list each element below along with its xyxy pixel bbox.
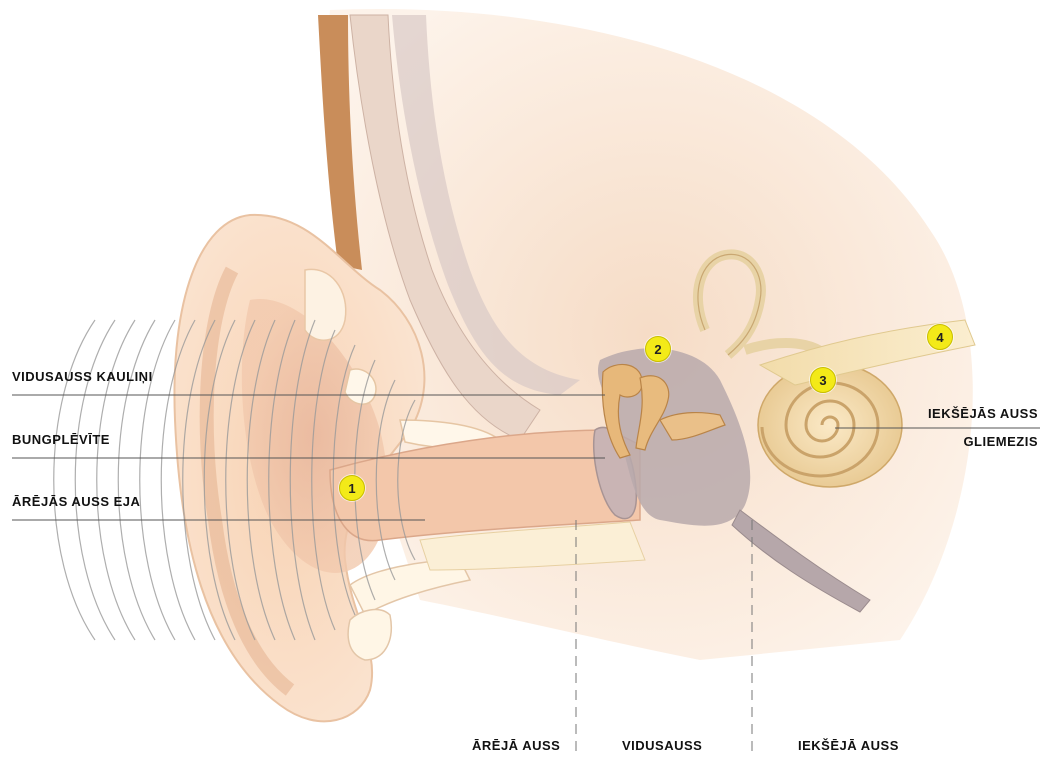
label-inner-ear: IEKŠĒJĀS AUSS <box>928 406 1038 421</box>
label-ossicles: VIDUSAUSS KAULIŅI <box>12 369 153 384</box>
section-label-outer-ear: ĀRĒJĀ AUSS <box>472 738 560 753</box>
label-cochlea: GLIEMEZIS <box>963 434 1038 449</box>
label-ear-canal: ĀRĒJĀS AUSS EJA <box>12 494 140 509</box>
section-label-middle-ear: VIDUSAUSS <box>622 738 702 753</box>
label-eardrum: BUNGPLĒVĪTE <box>12 432 110 447</box>
marker-2: 2 <box>645 336 671 362</box>
section-label-inner-ear: IEKŠĒJĀ AUSS <box>798 738 899 753</box>
marker-1: 1 <box>339 475 365 501</box>
marker-4: 4 <box>927 324 953 350</box>
marker-3: 3 <box>810 367 836 393</box>
